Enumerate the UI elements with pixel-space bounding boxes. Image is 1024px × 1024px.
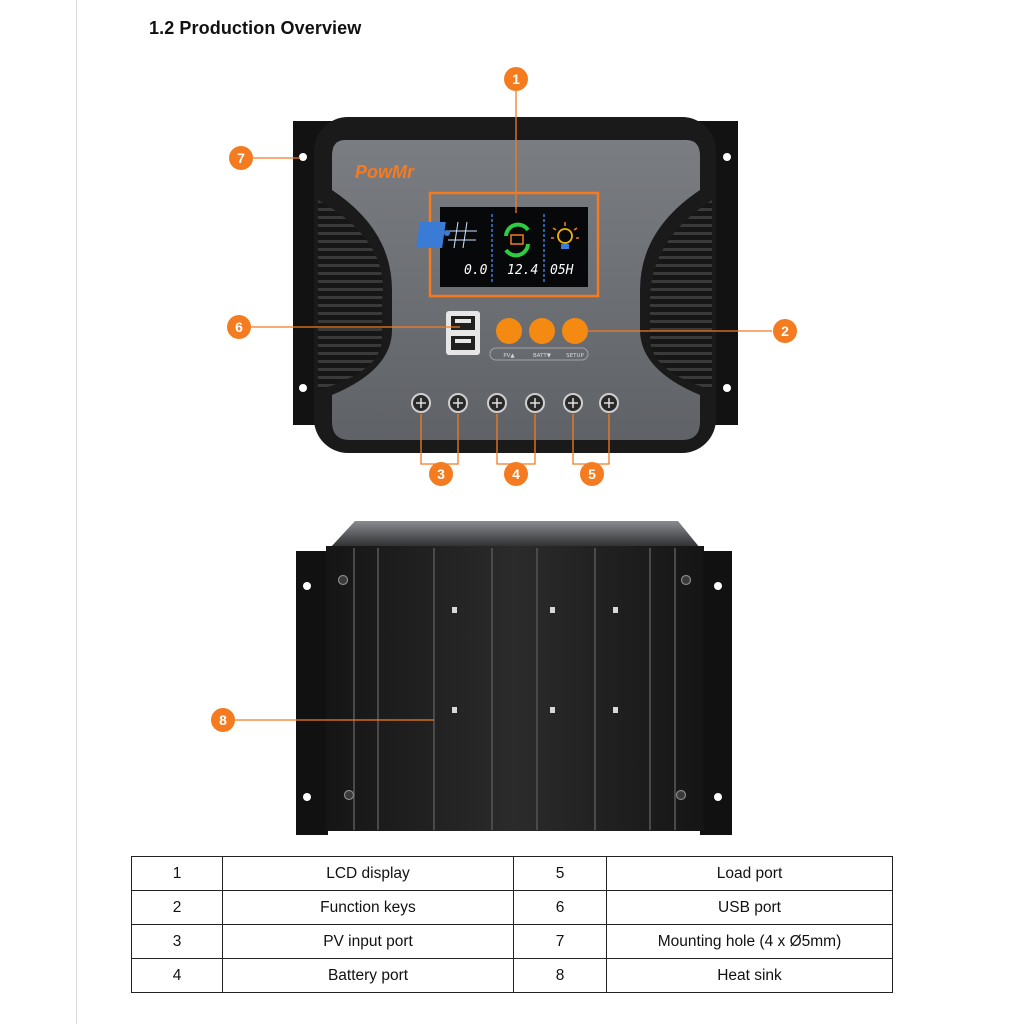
callout-6	[227, 315, 251, 339]
callout-label: 6	[235, 319, 243, 335]
left-vent	[318, 200, 383, 390]
housing-top	[330, 521, 700, 548]
back-bracket-left	[296, 551, 328, 835]
heat-sink-screw-holes	[452, 607, 618, 713]
part-name: PV input port	[222, 924, 514, 959]
mounting-hole	[303, 582, 311, 590]
table-row: 3 PV input port 7 Mounting hole (4 x Ø5m…	[131, 924, 893, 959]
part-name: Battery port	[222, 958, 514, 993]
part-number: 2	[131, 890, 223, 925]
controller-front-view: PowMr 0.	[293, 117, 738, 453]
back-bracket-right	[700, 551, 732, 835]
callout-leader-lines	[235, 91, 772, 721]
heat-sink-body	[326, 546, 704, 831]
table-row: 1 LCD display 5 Load port	[131, 856, 893, 891]
part-name: Heat sink	[606, 958, 893, 993]
lcd-pv-value: 0.0	[464, 263, 488, 278]
lcd-load-value: 05H	[550, 263, 574, 278]
mounting-hole	[714, 582, 722, 590]
part-name: Mounting hole (4 x Ø5mm)	[606, 924, 893, 959]
part-number: 7	[513, 924, 607, 959]
mounting-hole	[299, 384, 307, 392]
key-label: BATT▼	[533, 353, 552, 359]
function-key-pv-up	[496, 318, 522, 344]
mounting-hole	[714, 793, 722, 801]
part-number: 6	[513, 890, 607, 925]
part-name: USB port	[606, 890, 893, 925]
parts-legend-table: 1 LCD display 5 Load port 2 Function key…	[131, 856, 893, 993]
callout-5	[580, 462, 604, 486]
callout-2	[773, 319, 797, 343]
function-key-batt-down	[529, 318, 555, 344]
part-name: Function keys	[222, 890, 514, 925]
usb-ports	[446, 311, 480, 355]
callout-markers	[211, 67, 797, 732]
callout-label: 5	[588, 466, 596, 482]
callout-label: 2	[781, 323, 789, 339]
part-number: 1	[131, 856, 223, 891]
battery-cycle-icon	[504, 222, 530, 258]
key-label: PV▲	[503, 353, 515, 359]
heat-sink-fins	[353, 548, 676, 830]
solar-panel-icon	[416, 221, 477, 249]
mounting-hole	[723, 153, 731, 161]
part-number: 4	[131, 958, 223, 993]
callout-label: 4	[512, 466, 520, 482]
callout-1	[504, 67, 528, 91]
function-key-setup	[562, 318, 588, 344]
page-margin-rule	[76, 0, 77, 1024]
table-row: 2 Function keys 6 USB port	[131, 890, 893, 925]
callout-label: 3	[437, 466, 445, 482]
key-label: SETUP	[566, 353, 584, 359]
mounting-hole	[723, 384, 731, 392]
front-panel	[332, 140, 700, 440]
part-number: 5	[513, 856, 607, 891]
bulb-icon	[551, 222, 579, 249]
table-row: 4 Battery port 8 Heat sink	[131, 958, 893, 993]
callout-3	[429, 462, 453, 486]
callout-label: 7	[237, 150, 245, 166]
part-name: Load port	[606, 856, 893, 891]
part-number: 3	[131, 924, 223, 959]
mounting-hole	[303, 793, 311, 801]
part-number: 8	[513, 958, 607, 993]
right-vent	[650, 200, 712, 390]
callout-label: 8	[219, 712, 227, 728]
controller-back-view	[296, 521, 732, 835]
key-label-strip	[489, 347, 589, 361]
part-name: LCD display	[222, 856, 514, 891]
callout-4	[504, 462, 528, 486]
callout-8	[211, 708, 235, 732]
mounting-hole	[299, 153, 307, 161]
callout-7	[229, 146, 253, 170]
section-heading: 1.2 Production Overview	[149, 18, 362, 38]
brand-logo: PowMr	[355, 162, 415, 182]
product-figure: PowMr 0.	[211, 67, 797, 835]
lcd-battery-value: 12.4	[507, 263, 538, 278]
callout-label: 1	[512, 71, 520, 87]
